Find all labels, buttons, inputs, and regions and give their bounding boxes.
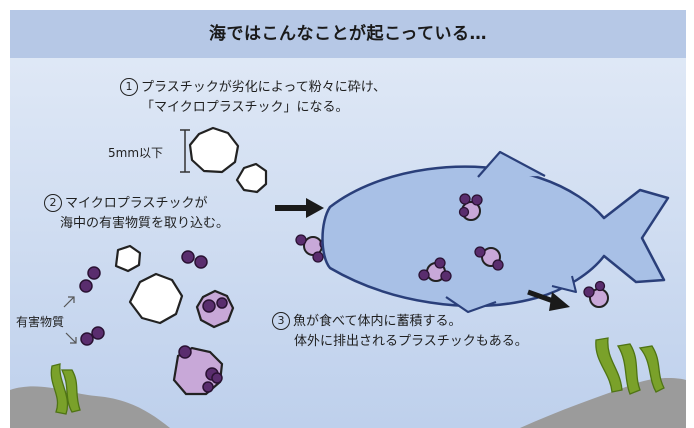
seaweed-left [50,363,81,415]
step-3-text: 魚が食べて体内に蓄積する。 [293,314,462,329]
contaminated-particle [195,289,235,329]
seabed-left [10,386,170,428]
plastic-fragment-round [114,244,142,273]
step-2-line2: 海中の有害物質を取り込む。 [60,216,230,231]
particle-in-fish [474,246,504,271]
step-number-2: 2 [44,194,62,212]
fish [321,150,670,314]
step-number-3: 3 [272,312,290,330]
step-1-text: プラスチックが劣化によって粉々に砕け、 [141,80,387,95]
size-label: 5mm以下 [108,146,164,160]
step-3-line2: 体外に排出されるプラスチックもある。 [294,334,528,349]
size-bracket [180,129,190,173]
particle-in-fish [458,193,483,221]
step-2-text: マイクロプラスチックが [65,196,208,211]
toxin-molecule [80,326,105,346]
seaweed-right [595,337,665,395]
label-arrows [63,296,77,344]
particle-in-fish [418,257,452,282]
step-number-1: 1 [120,78,138,96]
header-bar [10,10,686,58]
step-1-line2: 「マイクロプラスチック」になる。 [141,100,349,115]
excreted-particle [583,280,609,308]
page-title: 海ではこんなことが起こっている… [209,24,487,44]
seabed-right [520,378,686,428]
toxin-molecule [79,266,101,293]
arrow-right [275,198,324,218]
plastic-fragment-small [235,162,268,194]
harmful-substance-label: 有害物質 [16,315,65,329]
plastic-fragment-big [128,272,184,325]
toxin-molecule [181,250,208,269]
arrow-excrete [527,289,570,311]
plastic-fragment-large [188,126,240,174]
contaminated-particle-large [172,345,224,396]
